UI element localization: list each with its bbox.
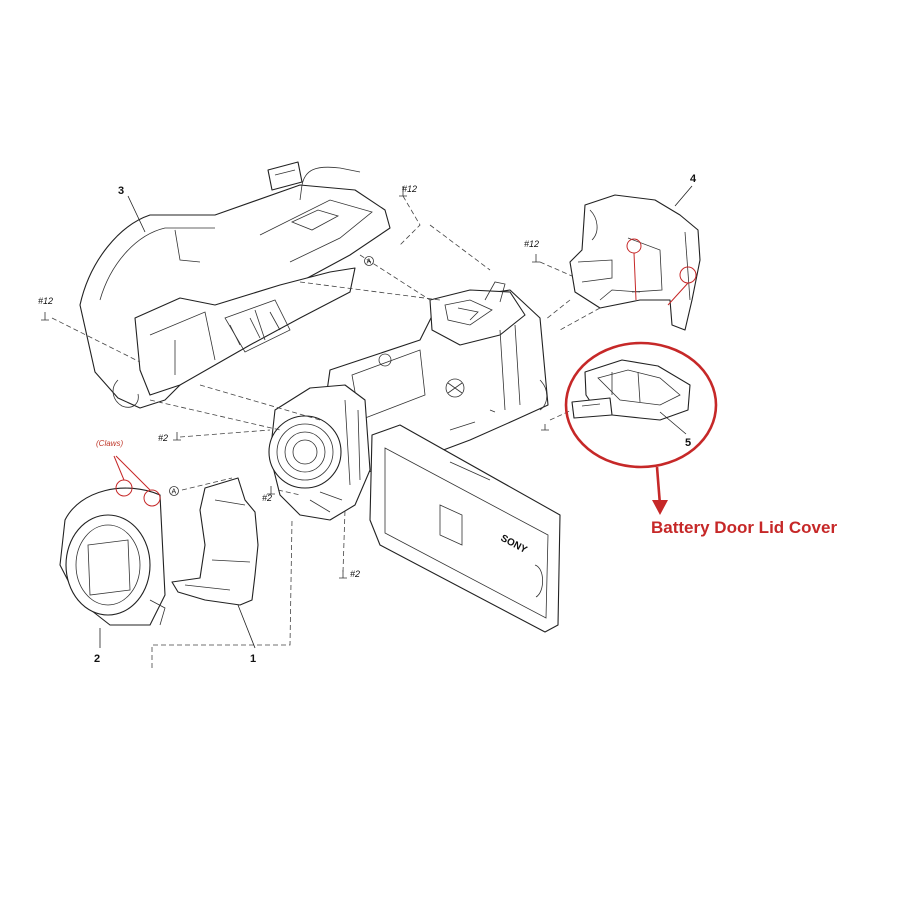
leader-lines xyxy=(99,185,693,649)
highlight-arrow-head xyxy=(652,500,668,515)
reference-mark-a: A xyxy=(364,256,374,266)
screw-label: #12 xyxy=(402,184,417,194)
part-number-2: 2 xyxy=(94,653,100,665)
battery-door-lid-cover-callout: Battery Door Lid Cover xyxy=(651,518,838,537)
part-2-lens-ring xyxy=(59,455,166,626)
screw-label: #12 xyxy=(524,239,539,249)
screw-label: #12 xyxy=(38,296,53,306)
svg-text:A: A xyxy=(367,259,372,266)
part-5-battery-door-lid xyxy=(571,359,691,421)
svg-text:A: A xyxy=(172,489,177,496)
part-number-4: 4 xyxy=(690,173,697,185)
screws xyxy=(41,186,549,579)
screw-label: #2 xyxy=(262,493,272,503)
assembly-dashed-lines xyxy=(51,195,601,668)
screw-label: #2 xyxy=(350,569,360,579)
camera-main-body xyxy=(268,281,561,633)
part-3-top-cover xyxy=(79,161,391,409)
part-number-5: 5 xyxy=(685,437,691,449)
highlight-pointer xyxy=(655,466,662,506)
claws-note: (Claws) xyxy=(96,439,123,448)
reference-mark-a: A xyxy=(169,486,179,496)
screw-label: #2 xyxy=(158,433,168,443)
part-number-3: 3 xyxy=(118,185,124,197)
part-4-side-cover xyxy=(569,194,701,331)
part-1-grip-cover xyxy=(171,477,259,606)
part-number-1: 1 xyxy=(250,653,256,665)
highlight-circle xyxy=(564,341,718,469)
